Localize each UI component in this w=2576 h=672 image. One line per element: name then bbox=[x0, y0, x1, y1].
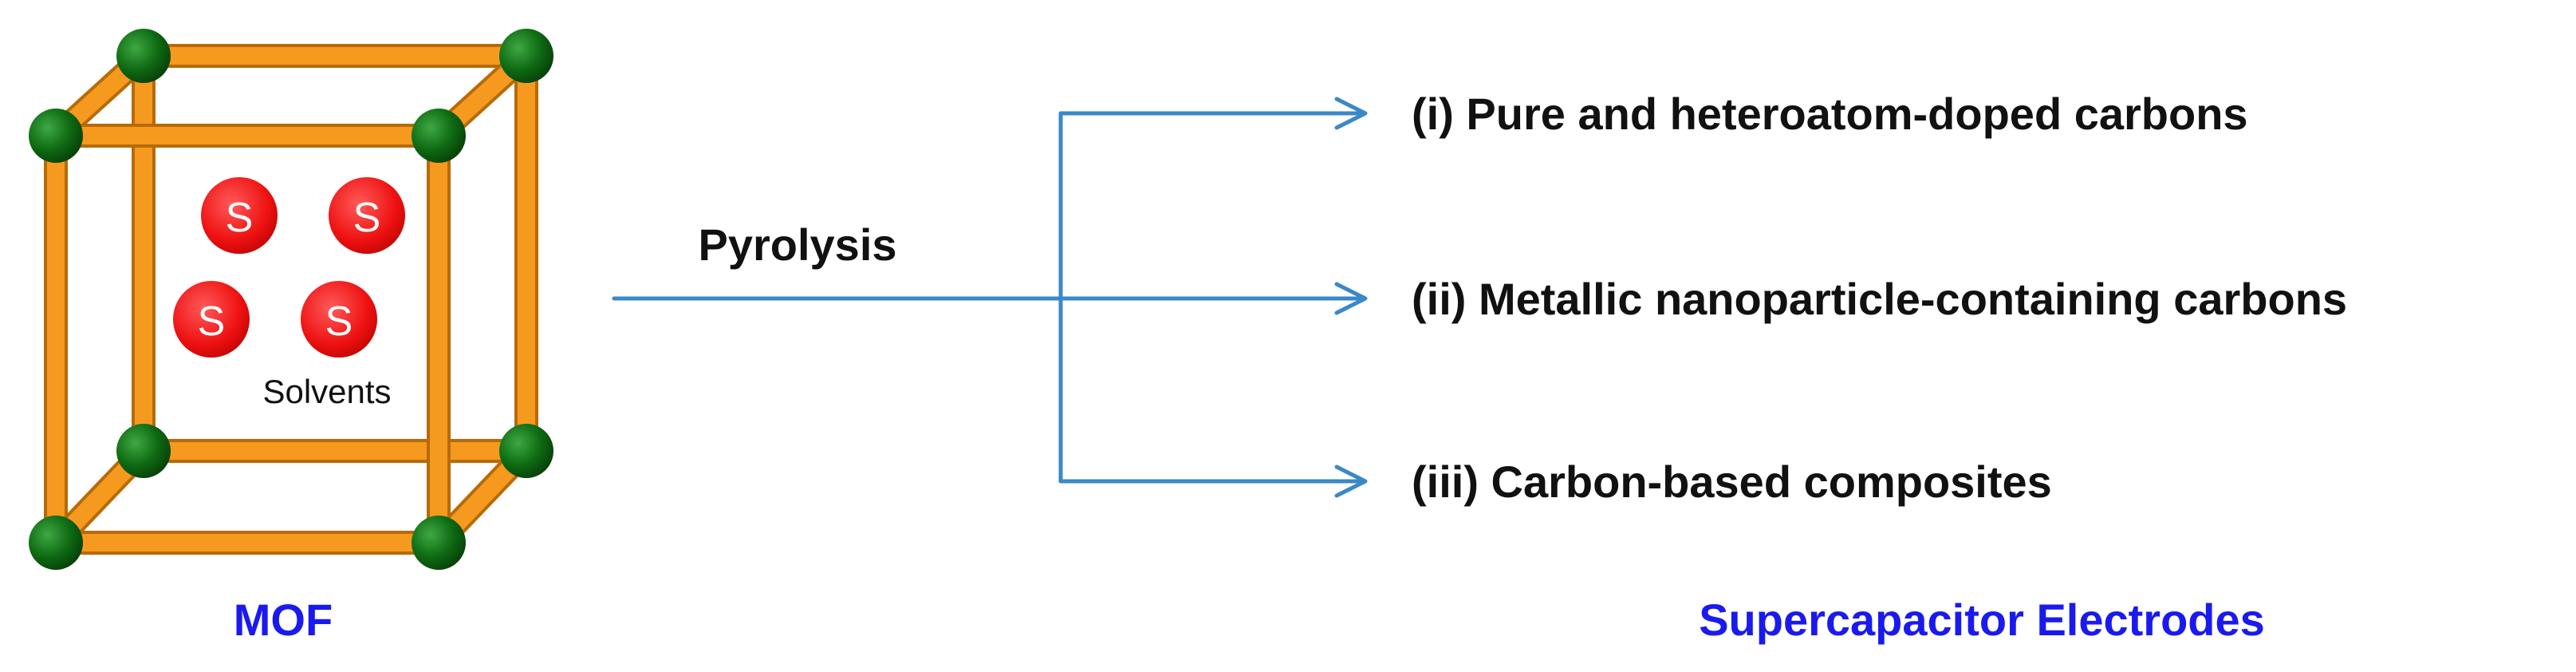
outcome-label-2: (ii) Metallic nanoparticle-containing ca… bbox=[1412, 274, 2347, 324]
mof-metal-nodes bbox=[29, 29, 553, 570]
metal-node bbox=[499, 424, 553, 478]
mof-caption: MOF bbox=[234, 595, 333, 645]
solvent-molecule: S bbox=[329, 177, 405, 254]
outcome-label-3: (iii) Carbon-based composites bbox=[1412, 457, 2052, 507]
arrowhead-bottom bbox=[1334, 464, 1368, 498]
solvent-symbol: S bbox=[353, 195, 381, 241]
pyrolysis-label: Pyrolysis bbox=[698, 219, 896, 270]
solvent-molecule: S bbox=[301, 281, 377, 358]
arrowhead-middle bbox=[1334, 282, 1368, 315]
metal-node bbox=[29, 109, 83, 163]
metal-node bbox=[499, 29, 553, 83]
solvent-molecule: S bbox=[201, 177, 278, 254]
metal-node bbox=[29, 516, 83, 570]
solvents-label: Solvents bbox=[262, 373, 391, 410]
metal-node bbox=[116, 29, 171, 83]
arrowhead-top bbox=[1334, 97, 1368, 130]
solvent-molecules: S S S S bbox=[173, 177, 405, 358]
pyrolysis-branch-arrows bbox=[612, 97, 1368, 498]
metal-node bbox=[116, 424, 171, 478]
outcome-label-1: (i) Pure and heteroatom-doped carbons bbox=[1412, 89, 2248, 139]
solvent-molecule: S bbox=[173, 281, 250, 358]
outcomes-caption: Supercapacitor Electrodes bbox=[1699, 595, 2265, 645]
metal-node bbox=[412, 109, 466, 163]
solvent-symbol: S bbox=[198, 298, 226, 345]
metal-node bbox=[412, 516, 466, 570]
solvent-symbol: S bbox=[226, 195, 254, 241]
solvent-symbol: S bbox=[325, 298, 353, 345]
